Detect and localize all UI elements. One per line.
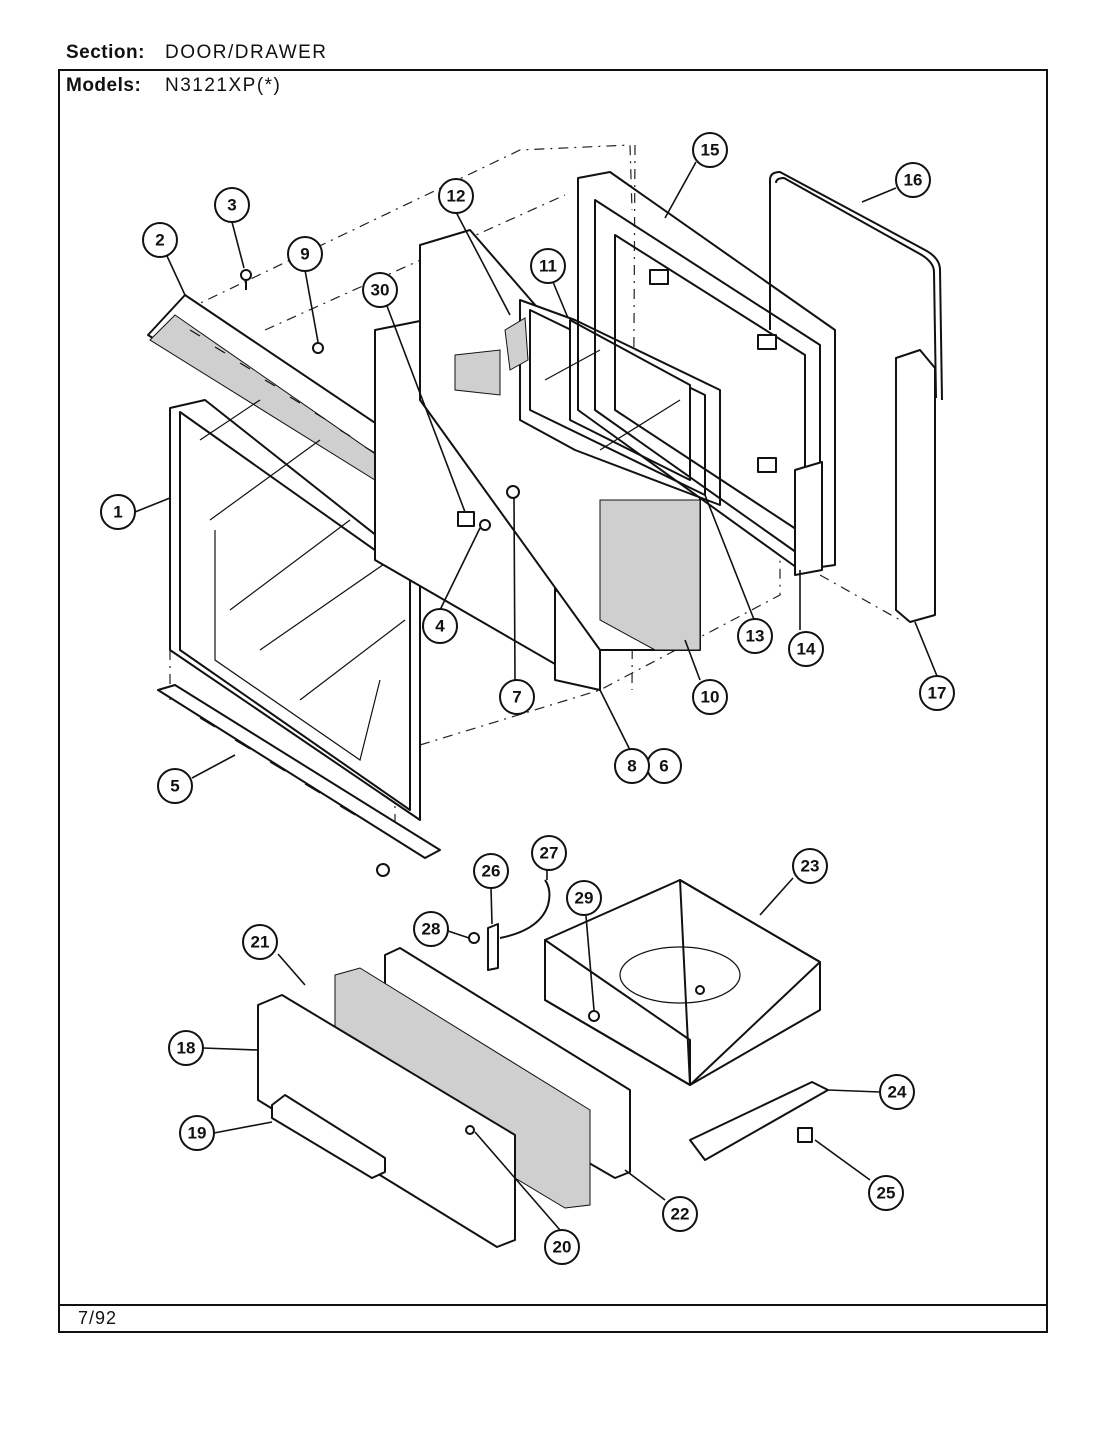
callout-27: 27 — [531, 835, 567, 871]
part-drawer-body-23 — [544, 879, 821, 1086]
part-drawer-front-18 — [257, 994, 516, 1248]
callout-11-label: 11 — [539, 257, 557, 276]
diagram-frame — [58, 69, 1048, 1333]
callout-17-label: 17 — [928, 684, 947, 703]
callout-4-label: 4 — [435, 617, 445, 636]
callout-16: 16 — [895, 162, 931, 198]
callout-15-label: 15 — [701, 141, 720, 160]
callout-13: 13 — [737, 618, 773, 654]
callout-14: 14 — [788, 631, 824, 667]
models-label: Models: — [66, 75, 142, 96]
callout-28-label: 28 — [422, 920, 441, 939]
callout-27-label: 27 — [540, 844, 559, 863]
callout-7: 7 — [499, 679, 535, 715]
callout-7-label: 7 — [512, 688, 521, 707]
callout-5: 5 — [157, 768, 193, 804]
callout-11: 11 — [530, 248, 566, 284]
callout-3-label: 3 — [227, 196, 236, 215]
callout-1: 1 — [100, 494, 136, 530]
part-gasket-16 — [769, 171, 943, 401]
callout-18: 18 — [168, 1030, 204, 1066]
callout-13-label: 13 — [746, 627, 765, 646]
callout-24-label: 24 — [888, 1083, 907, 1102]
callout-22: 22 — [662, 1196, 698, 1232]
callout-20-label: 20 — [553, 1238, 572, 1257]
callout-2-label: 2 — [155, 231, 164, 250]
callout-24: 24 — [879, 1074, 915, 1110]
callout-21-label: 21 — [251, 933, 270, 952]
callout-30-label: 30 — [371, 281, 390, 300]
callout-20: 20 — [544, 1229, 580, 1265]
callout-26: 26 — [473, 853, 509, 889]
callout-30: 30 — [362, 272, 398, 308]
callout-17: 17 — [919, 675, 955, 711]
callout-16-label: 16 — [904, 171, 923, 190]
callout-8-label: 8 — [627, 757, 636, 776]
callout-10: 10 — [692, 679, 728, 715]
callout-6-label: 6 — [659, 757, 668, 776]
callout-22-label: 22 — [671, 1205, 690, 1224]
part-bottom-trim-5 — [157, 684, 441, 859]
callout-8: 8 — [614, 748, 650, 784]
part-roller-25 — [797, 1127, 813, 1143]
callout-19: 19 — [179, 1115, 215, 1151]
models-value: N3121XP(*) — [165, 75, 282, 96]
part-side-trim-17 — [895, 349, 936, 623]
callout-4: 4 — [422, 608, 458, 644]
callout-19-label: 19 — [188, 1124, 207, 1143]
callout-14-label: 14 — [797, 640, 816, 659]
revision-date: 7/92 — [78, 1308, 118, 1328]
footer-divider — [58, 1304, 1048, 1306]
callout-18-label: 18 — [177, 1039, 196, 1058]
part-drawer-handle-19 — [271, 1094, 386, 1179]
callout-9: 9 — [287, 236, 323, 272]
leader-lines — [134, 161, 938, 1231]
part-door-outer-glass-1 — [169, 399, 421, 821]
part-drawer-rail-24 — [689, 1081, 829, 1161]
part-drawer-hardware — [465, 879, 600, 1135]
callout-12: 12 — [438, 178, 474, 214]
callout-2: 2 — [142, 222, 178, 258]
callout-9-label: 9 — [300, 245, 309, 264]
callout-26-label: 26 — [482, 862, 501, 881]
callout-10-label: 10 — [701, 688, 720, 707]
callout-29: 29 — [566, 880, 602, 916]
callout-15: 15 — [692, 132, 728, 168]
callout-29-label: 29 — [575, 889, 594, 908]
callout-1-label: 1 — [113, 503, 122, 522]
callout-5-label: 5 — [170, 777, 179, 796]
part-top-trim-2 — [147, 294, 446, 506]
callout-28: 28 — [413, 911, 449, 947]
callout-6: 6 — [646, 748, 682, 784]
bottom-screw — [376, 863, 390, 877]
callout-23: 23 — [792, 848, 828, 884]
callout-12-label: 12 — [447, 187, 466, 206]
callout-3: 3 — [214, 187, 250, 223]
callout-25: 25 — [868, 1175, 904, 1211]
fasteners — [240, 269, 520, 531]
section-value: DOOR/DRAWER — [165, 42, 328, 63]
part-hinge-14 — [794, 461, 823, 576]
callout-25-label: 25 — [877, 1184, 896, 1203]
section-label: Section: — [66, 42, 145, 63]
callout-21: 21 — [242, 924, 278, 960]
callout-23-label: 23 — [801, 857, 820, 876]
